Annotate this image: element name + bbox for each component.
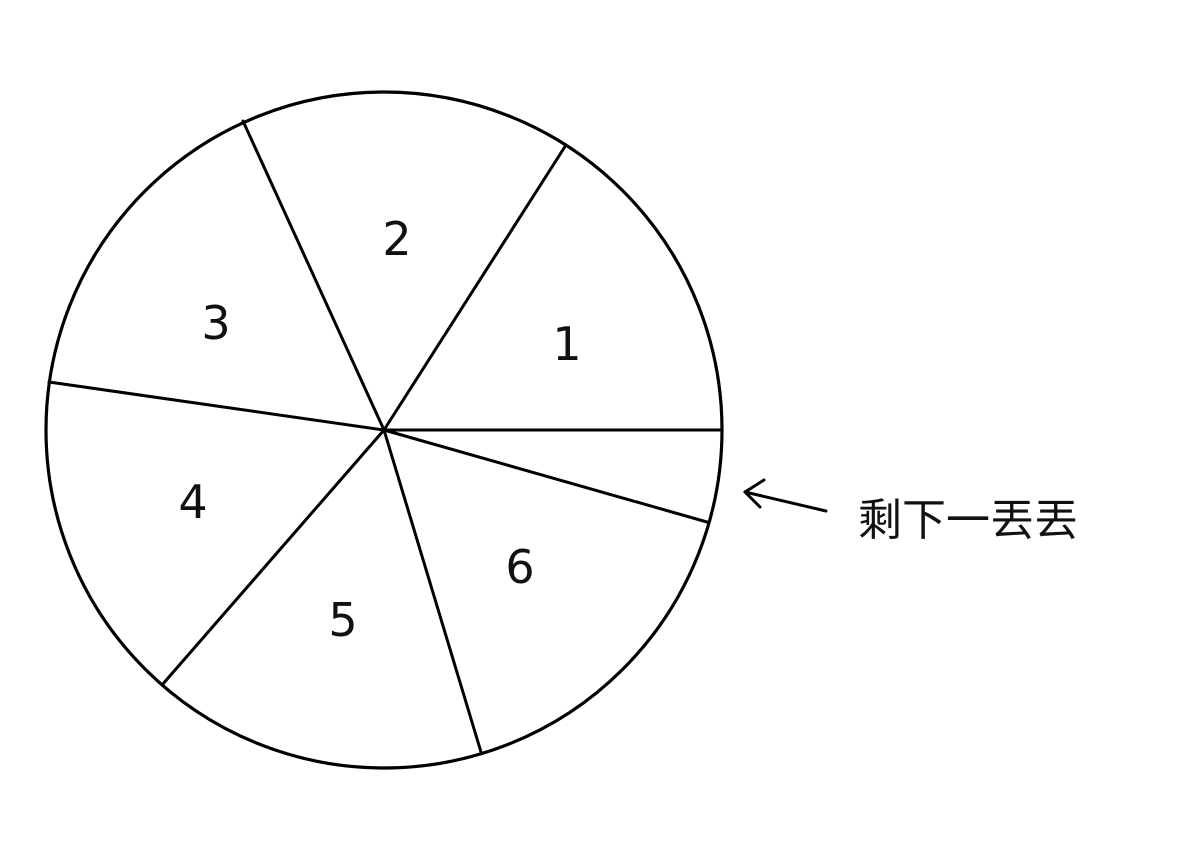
leftover-arrow-icon [743, 478, 828, 513]
sector-label-3: 3 [201, 296, 230, 350]
sector-label-4: 4 [178, 475, 207, 529]
leftover-label: 剩下一丟丟 [858, 495, 1078, 546]
sector-label-6: 6 [505, 540, 534, 594]
sector-label-2: 2 [382, 212, 411, 266]
divider-3 [47, 380, 386, 432]
sector-label-5: 5 [328, 593, 357, 647]
divider-1 [382, 143, 568, 432]
divider-6 [382, 428, 709, 524]
sector-label-1: 1 [552, 317, 581, 371]
divider-2 [241, 119, 386, 432]
divider-4 [160, 428, 386, 687]
divider-5 [382, 428, 483, 754]
